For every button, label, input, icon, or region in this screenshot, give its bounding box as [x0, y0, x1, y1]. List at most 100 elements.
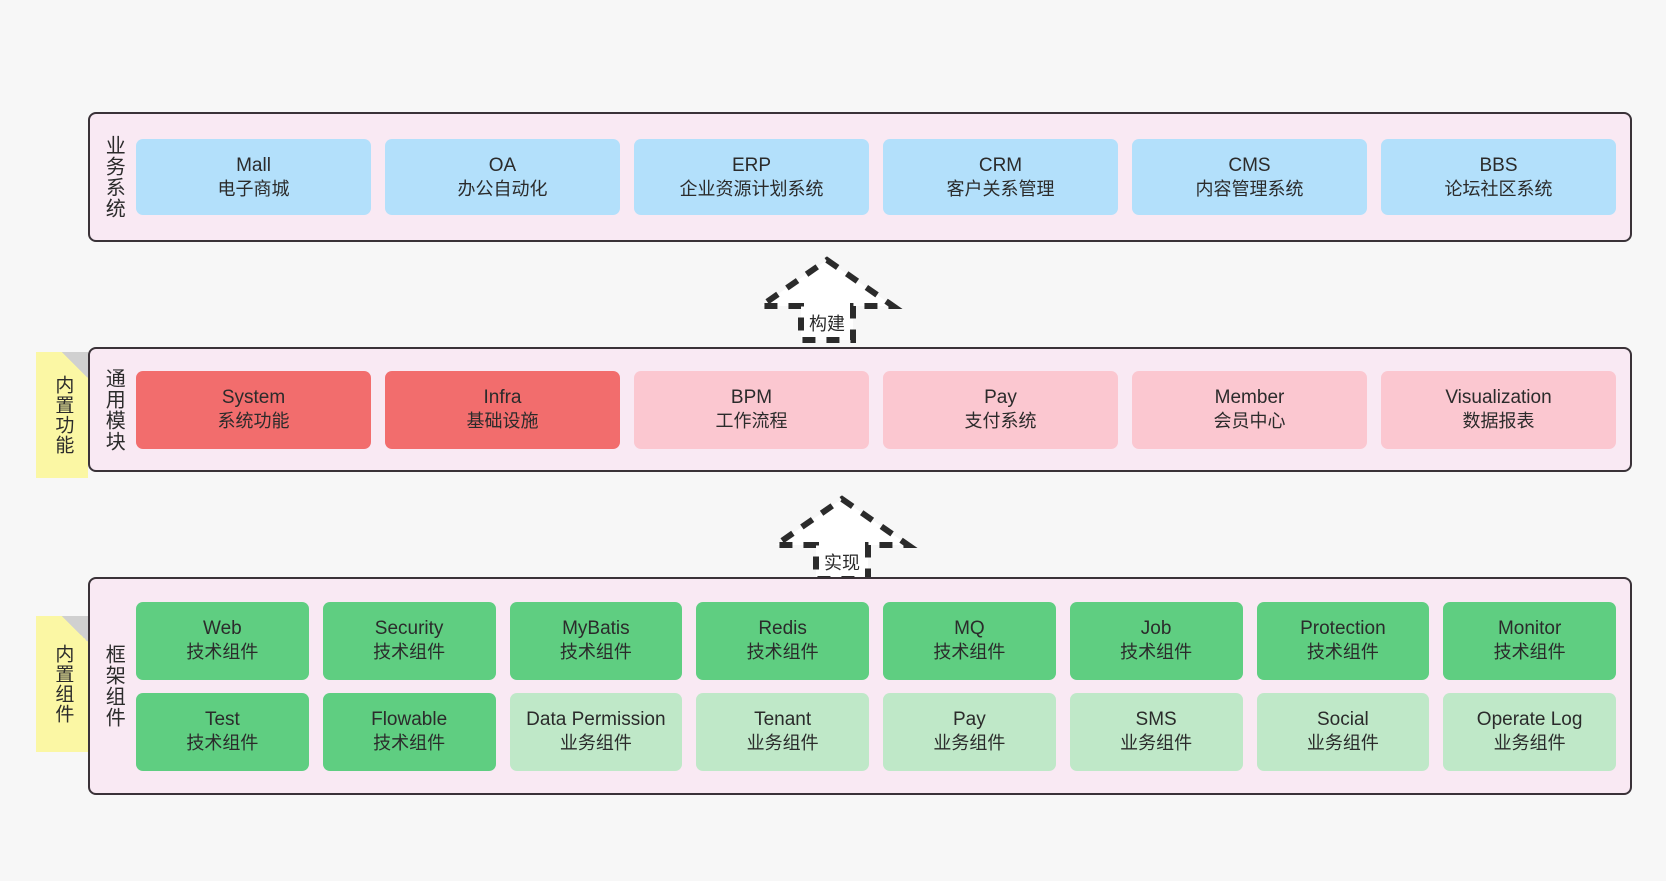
node-mq[interactable]: MQ 技术组件 — [883, 601, 1056, 680]
node-title-en: ERP — [731, 154, 772, 176]
node-title-en: BBS — [1479, 154, 1518, 176]
node-title-en: Redis — [758, 618, 807, 640]
node-title-cn: 论坛社区系统 — [1444, 178, 1553, 199]
layer-title-framework-components: 框架组件 — [102, 644, 125, 728]
layer-row: System 系统功能 Infra 基础设施 BPM 工作流程 Pay 支付系统… — [136, 370, 1616, 449]
sticky-note-builtin-functions: 内置功能 — [36, 352, 88, 478]
node-title-cn: 业务组件 — [1120, 733, 1193, 754]
layer-body-common-modules: System 系统功能 Infra 基础设施 BPM 工作流程 Pay 支付系统… — [136, 349, 1630, 470]
node-system[interactable]: System 系统功能 — [136, 370, 371, 449]
node-bbs[interactable]: BBS 论坛社区系统 — [1381, 139, 1616, 215]
node-title-en: Mall — [236, 154, 271, 176]
arrow-build-shape — [751, 256, 903, 343]
node-title-en: CMS — [1228, 154, 1271, 176]
node-title-cn: 业务组件 — [1493, 733, 1566, 754]
node-title-cn: 技术组件 — [746, 642, 819, 663]
node-title-cn: 办公自动化 — [457, 178, 548, 199]
node-title-en: CRM — [978, 154, 1023, 176]
node-data-permission[interactable]: Data Permission 业务组件 — [509, 692, 683, 771]
node-job[interactable]: Job 技术组件 — [1069, 601, 1243, 680]
node-title-cn: 技术组件 — [1306, 642, 1379, 663]
node-title-en: Pay — [984, 387, 1017, 409]
node-title-en: SMS — [1135, 709, 1177, 731]
node-tenant[interactable]: Tenant 业务组件 — [696, 692, 869, 771]
node-title-en: MQ — [954, 618, 985, 640]
node-title-en: OA — [488, 154, 517, 176]
node-monitor[interactable]: Monitor 技术组件 — [1443, 601, 1616, 680]
node-title-en: MyBatis — [562, 618, 630, 640]
node-title-en: Pay — [953, 709, 986, 731]
node-title-cn: 数据报表 — [1462, 411, 1535, 432]
node-title-en: System — [221, 387, 286, 409]
node-cms[interactable]: CMS 内容管理系统 — [1132, 139, 1367, 215]
node-web[interactable]: Web 技术组件 — [136, 601, 309, 680]
node-title-en: Flowable — [371, 709, 448, 731]
arrow-implement: 实现 — [766, 495, 918, 582]
sticky-note-builtin-components: 内置组件 — [36, 616, 88, 752]
node-mall[interactable]: Mall 电子商城 — [136, 139, 371, 215]
node-title-cn: 企业资源计划系统 — [679, 178, 824, 199]
node-title-cn: 技术组件 — [559, 642, 632, 663]
node-title-en: Social — [1317, 709, 1369, 731]
node-bpm[interactable]: BPM 工作流程 — [634, 370, 869, 449]
node-security[interactable]: Security 技术组件 — [322, 601, 496, 680]
node-title-en: Member — [1214, 387, 1285, 409]
node-title-cn: 客户关系管理 — [946, 178, 1055, 199]
arrow-build-label: 构建 — [809, 314, 845, 334]
node-title-cn: 内容管理系统 — [1195, 178, 1304, 199]
node-title-en: Web — [203, 618, 242, 640]
node-oa[interactable]: OA 办公自动化 — [385, 139, 620, 215]
node-title-en: Visualization — [1445, 387, 1552, 409]
node-title-en: Infra — [483, 387, 522, 409]
node-visualization[interactable]: Visualization 数据报表 — [1381, 370, 1616, 449]
node-crm[interactable]: CRM 客户关系管理 — [883, 139, 1118, 215]
node-operate-log[interactable]: Operate Log 业务组件 — [1443, 692, 1616, 771]
layer-body-business-systems: Mall 电子商城 OA 办公自动化 ERP 企业资源计划系统 CRM 客户关系… — [136, 114, 1630, 240]
node-mybatis[interactable]: MyBatis 技术组件 — [509, 601, 683, 680]
node-title-cn: 支付系统 — [964, 411, 1037, 432]
node-title-cn: 业务组件 — [933, 733, 1006, 754]
node-title-cn: 系统功能 — [217, 411, 290, 432]
node-title-cn: 技术组件 — [186, 733, 259, 754]
layer-row: Mall 电子商城 OA 办公自动化 ERP 企业资源计划系统 CRM 客户关系… — [136, 139, 1616, 215]
node-title-cn: 业务组件 — [559, 733, 632, 754]
node-infra[interactable]: Infra 基础设施 — [385, 370, 620, 449]
node-test[interactable]: Test 技术组件 — [136, 692, 309, 771]
node-protection[interactable]: Protection 技术组件 — [1256, 601, 1430, 680]
layer-row: Web 技术组件 Security 技术组件 MyBatis 技术组件 Redi… — [136, 601, 1616, 680]
layer-common-modules: 通用模块 System 系统功能 Infra 基础设施 BPM 工作流程 Pay… — [88, 347, 1632, 472]
node-title-en: Monitor — [1497, 618, 1562, 640]
node-title-en: Protection — [1300, 618, 1386, 640]
node-title-cn: 技术组件 — [933, 642, 1006, 663]
layer-title-business-systems: 业务系统 — [102, 135, 125, 219]
node-title-cn: 基础设施 — [466, 411, 539, 432]
node-member[interactable]: Member 会员中心 — [1132, 370, 1367, 449]
node-title-cn: 技术组件 — [373, 733, 446, 754]
node-title-en: Tenant — [754, 709, 812, 731]
layer-row: Test 技术组件 Flowable 技术组件 Data Permission … — [136, 692, 1616, 771]
layer-title-common-modules: 通用模块 — [102, 367, 125, 452]
arrow-build: 构建 — [751, 256, 903, 343]
node-flowable[interactable]: Flowable 技术组件 — [322, 692, 496, 771]
node-title-en: Job — [1140, 618, 1172, 640]
node-pay-module[interactable]: Pay 支付系统 — [883, 370, 1118, 449]
node-sms[interactable]: SMS 业务组件 — [1069, 692, 1243, 771]
node-title-cn: 电子商城 — [217, 178, 290, 199]
node-title-cn: 工作流程 — [715, 411, 788, 432]
node-title-cn: 技术组件 — [1493, 642, 1566, 663]
node-title-en: BPM — [730, 387, 773, 409]
node-title-cn: 技术组件 — [1120, 642, 1193, 663]
node-social[interactable]: Social 业务组件 — [1256, 692, 1430, 771]
arrow-implement-label: 实现 — [824, 553, 860, 573]
node-pay-component[interactable]: Pay 业务组件 — [883, 692, 1056, 771]
node-title-cn: 技术组件 — [186, 642, 259, 663]
node-title-cn: 业务组件 — [1306, 733, 1379, 754]
node-title-en: Data Permission — [526, 709, 666, 731]
node-erp[interactable]: ERP 企业资源计划系统 — [634, 139, 869, 215]
node-title-en: Test — [204, 709, 240, 731]
node-title-cn: 业务组件 — [746, 733, 819, 754]
layer-framework-components: 框架组件 Web 技术组件 Security 技术组件 MyBatis 技术组件… — [88, 577, 1632, 795]
layer-body-framework-components: Web 技术组件 Security 技术组件 MyBatis 技术组件 Redi… — [136, 579, 1630, 793]
node-redis[interactable]: Redis 技术组件 — [696, 601, 869, 680]
